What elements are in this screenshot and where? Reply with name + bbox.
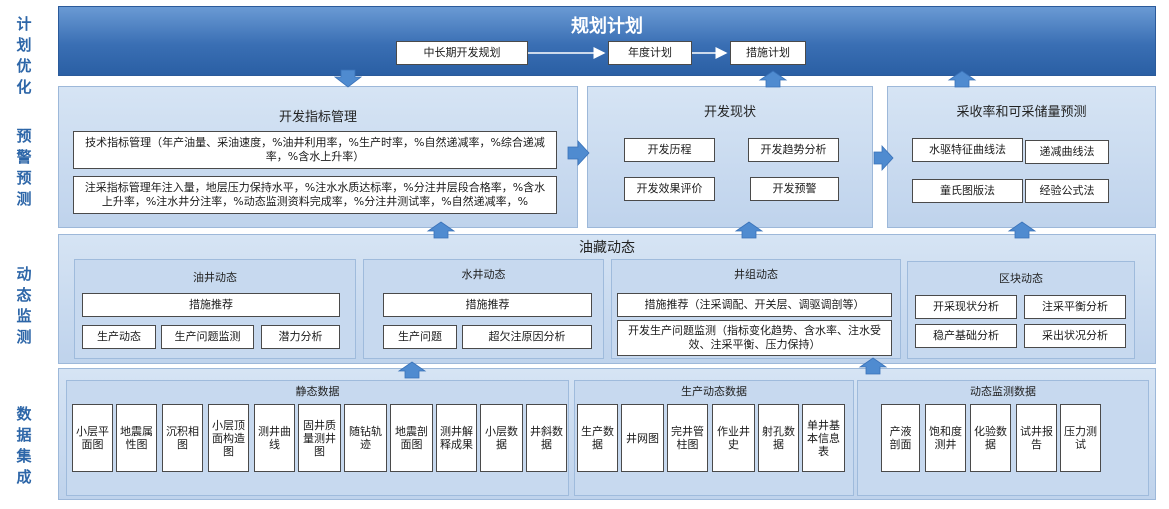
mon-item-liquid-profile[interactable]: 产液剖面 — [881, 404, 920, 472]
static-item-drill-track[interactable]: 随钻轨迹 — [344, 404, 387, 472]
tong-chart-box[interactable]: 童氏图版法 — [912, 179, 1023, 203]
block-stable-analysis[interactable]: 稳产基础分析 — [915, 324, 1017, 348]
static-item-deviation[interactable]: 井斜数据 — [526, 404, 567, 472]
recovery-title: 采收率和可采储量预测 — [956, 105, 1087, 120]
oil-well-recommend[interactable]: 措施推荐 — [82, 293, 340, 317]
well-group-title: 井组动态 — [734, 268, 778, 281]
planning-banner: 规划计划 — [58, 6, 1156, 76]
mon-item-pressure-test[interactable]: 压力测试 — [1060, 404, 1101, 472]
prod-item-completion[interactable]: 完井管柱图 — [667, 404, 708, 472]
tech-index-box[interactable]: 技术指标管理（年产油量、采油速度，%油井利用率，%生产时率，%自然递减率，%综合… — [73, 131, 557, 169]
sidebar-label-plan: 计 划 优 化 — [16, 15, 32, 96]
block-recovery-analysis[interactable]: 采出状况分析 — [1024, 324, 1126, 348]
static-item-structure[interactable]: 小层顶面构造图 — [208, 404, 249, 472]
decline-curve-box[interactable]: 递减曲线法 — [1025, 140, 1109, 164]
sidebar-label-data: 数 据 集 成 — [16, 405, 32, 486]
prod-item-well-pattern[interactable]: 井网图 — [621, 404, 664, 472]
empirical-box[interactable]: 经验公式法 — [1025, 179, 1109, 203]
static-item-log-interpretation[interactable]: 测井解释成果 — [436, 404, 477, 472]
prod-item-well-info[interactable]: 单井基本信息表 — [802, 404, 845, 472]
static-item-log-curve[interactable]: 测井曲线 — [254, 404, 295, 472]
oil-well-problem-monitor[interactable]: 生产问题监测 — [161, 325, 254, 349]
block-status-analysis[interactable]: 开采现状分析 — [915, 295, 1017, 319]
oil-well-title: 油井动态 — [193, 271, 237, 284]
static-item-layer-plane[interactable]: 小层平面图 — [72, 404, 113, 472]
static-item-seismic-section[interactable]: 地震剖面图 — [390, 404, 433, 472]
static-data-title: 静态数据 — [295, 385, 340, 398]
prod-item-production-data[interactable]: 生产数据 — [577, 404, 618, 472]
prod-item-perforation[interactable]: 射孔数据 — [758, 404, 799, 472]
monitoring-data-title: 动态监测数据 — [970, 385, 1036, 398]
oil-well-production[interactable]: 生产动态 — [82, 325, 156, 349]
dev-history-box[interactable]: 开发历程 — [624, 138, 715, 162]
static-item-layer-data[interactable]: 小层数据 — [480, 404, 523, 472]
plan-item-annual[interactable]: 年度计划 — [608, 41, 692, 65]
mon-item-lab-data[interactable]: 化验数据 — [970, 404, 1011, 472]
well-group-problem-monitor[interactable]: 开发生产问题监测（指标变化趋势、含水率、注水受效、注采平衡、压力保持） — [617, 320, 892, 356]
sidebar-label-monitor: 动 态 监 测 — [16, 265, 32, 346]
dev-effect-box[interactable]: 开发效果评价 — [624, 177, 715, 201]
water-well-problem[interactable]: 生产问题 — [383, 325, 457, 349]
oil-well-potential[interactable]: 潜力分析 — [261, 325, 340, 349]
water-drive-box[interactable]: 水驱特征曲线法 — [912, 138, 1023, 162]
block-title: 区块动态 — [999, 272, 1043, 285]
water-well-title: 水井动态 — [461, 268, 506, 281]
prod-item-work-history[interactable]: 作业井史 — [712, 404, 755, 472]
production-data-title: 生产动态数据 — [681, 385, 747, 398]
well-group-recommend[interactable]: 措施推荐（注采调配、开关层、调驱调剖等） — [617, 293, 892, 317]
planning-title: 规划计划 — [571, 16, 643, 37]
static-item-facies[interactable]: 沉积相图 — [162, 404, 203, 472]
plan-item-measures[interactable]: 措施计划 — [730, 41, 806, 65]
mon-item-saturation-log[interactable]: 饱和度测井 — [925, 404, 966, 472]
inject-index-box[interactable]: 注采指标管理年注入量，地层压力保持水平，%注水水质达标率，%分注井层段合格率，%… — [73, 176, 557, 214]
mon-item-well-test[interactable]: 试井报告 — [1016, 404, 1057, 472]
static-item-seismic-attr[interactable]: 地震属性图 — [116, 404, 157, 472]
static-item-cement-log[interactable]: 固井质量测井图 — [298, 404, 341, 472]
reservoir-title: 油藏动态 — [579, 240, 635, 256]
dev-index-title: 开发指标管理 — [278, 110, 357, 125]
plan-item-long-term[interactable]: 中长期开发规划 — [396, 41, 528, 65]
dev-trend-box[interactable]: 开发趋势分析 — [748, 138, 839, 162]
dev-status-title: 开发现状 — [703, 105, 756, 120]
dev-warning-box[interactable]: 开发预警 — [750, 177, 839, 201]
sidebar-label-warn: 预 警 预 测 — [16, 127, 32, 208]
block-balance-analysis[interactable]: 注采平衡分析 — [1024, 295, 1126, 319]
water-well-recommend[interactable]: 措施推荐 — [383, 293, 592, 317]
water-well-injection-analysis[interactable]: 超欠注原因分析 — [462, 325, 592, 349]
